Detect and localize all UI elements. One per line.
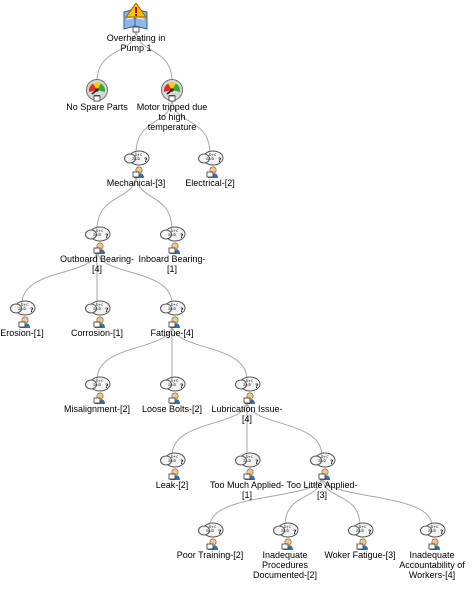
connector-too_little_applied-to-inadequate_accountability (321, 475, 433, 527)
thinking-person-icon (198, 150, 224, 178)
expand-toggle-icon[interactable] (428, 543, 436, 550)
connector-mechanical-to-outboard_bearing (96, 173, 137, 231)
node-label: Too Little Applied- [3] (286, 480, 358, 500)
expand-toggle-icon[interactable] (356, 543, 364, 550)
expand-toggle-icon[interactable] (93, 95, 101, 102)
node-label: Leak-[2] (155, 480, 189, 490)
node-label: No Spare Parts (66, 102, 128, 112)
node-label: Outboard Bearing- [4] (59, 254, 135, 274)
connector-lubrication_issue-to-leak (171, 399, 248, 457)
node-electrical[interactable]: Electrical-[2] (140, 150, 280, 188)
node-inadequate-accountability[interactable]: Inadequate Accountability of Workers-[4] (362, 522, 474, 580)
node-label: Inboard Bearing- [1] (138, 254, 206, 274)
connector-lubrication_issue-to-too_little_applied (246, 399, 323, 457)
node-inboard-bearing[interactable]: Inboard Bearing- [1] (102, 226, 242, 274)
node-erosion[interactable]: Erosion-[1] (0, 300, 92, 338)
node-label: Loose Bolts-[2] (141, 404, 203, 414)
expand-toggle-icon[interactable] (132, 26, 140, 33)
node-label: Inadequate Procedures Documented-[2] (252, 550, 318, 580)
expand-toggle-icon[interactable] (168, 247, 176, 254)
gauge-icon (160, 78, 184, 102)
expand-toggle-icon[interactable] (168, 397, 176, 404)
connector-root-to-motor_tripped (135, 28, 173, 83)
node-root[interactable]: Overheating in Pump 1 (66, 3, 206, 53)
expand-toggle-icon[interactable] (168, 321, 176, 328)
node-label: Lubrication Issue- [4] (211, 404, 283, 424)
connector-fatigue-to-lubrication_issue (171, 323, 248, 381)
thinking-person-icon (160, 452, 186, 480)
node-mechanical[interactable]: Mechanical-[3] (66, 150, 206, 188)
thinking-person-icon (85, 226, 111, 254)
node-label: Erosion-[1] (0, 328, 44, 338)
expand-toggle-icon[interactable] (243, 473, 251, 480)
thinking-person-icon (85, 300, 111, 328)
connector-motor_tripped-to-electrical (171, 97, 211, 155)
node-label: Mechanical-[3] (106, 178, 166, 188)
connector-mechanical-to-inboard_bearing (135, 173, 173, 231)
node-label: Poor Training-[2] (176, 550, 244, 560)
node-poor-training[interactable]: Poor Training-[2] (140, 522, 280, 560)
node-label: Fatigue-[4] (150, 328, 194, 338)
node-lubrication-issue[interactable]: Lubrication Issue- [4] (177, 376, 317, 424)
connector-root-to-no_spare_parts (96, 28, 137, 83)
expand-toggle-icon[interactable] (206, 543, 214, 550)
thinking-person-icon (85, 376, 111, 404)
node-label: Too Much Applied- [1] (209, 480, 285, 500)
expand-toggle-icon[interactable] (93, 397, 101, 404)
thinking-person-icon (10, 300, 36, 328)
node-inadequate-procedures[interactable]: Inadequate Procedures Documented-[2] (215, 522, 355, 580)
connector-motor_tripped-to-mechanical (135, 97, 173, 155)
expand-toggle-icon[interactable] (93, 321, 101, 328)
thinking-person-icon (235, 452, 261, 480)
thinking-person-icon (273, 522, 299, 550)
expand-toggle-icon[interactable] (168, 473, 176, 480)
node-outboard-bearing[interactable]: Outboard Bearing- [4] (27, 226, 167, 274)
thinking-person-icon (348, 522, 374, 550)
thinking-person-icon (124, 150, 150, 178)
connector-too_little_applied-to-poor_training (209, 475, 323, 527)
thinking-person-icon (160, 300, 186, 328)
node-too-much-applied[interactable]: Too Much Applied- [1] (177, 452, 317, 500)
node-label: Corrosion-[1] (70, 328, 124, 338)
node-label: Woker Fatigue-[3] (324, 550, 396, 560)
node-too-little-applied[interactable]: Too Little Applied- [3] (252, 452, 392, 500)
gauge-icon (85, 78, 109, 102)
node-leak[interactable]: Leak-[2] (102, 452, 242, 490)
thinking-person-icon (160, 226, 186, 254)
node-label: Electrical-[2] (185, 178, 235, 188)
thinking-person-icon (310, 452, 336, 480)
connector-fatigue-to-misalignment (96, 323, 173, 381)
expand-toggle-icon[interactable] (18, 321, 26, 328)
node-no-spare-parts[interactable]: No Spare Parts (27, 78, 167, 112)
node-loose-bolts[interactable]: Loose Bolts-[2] (102, 376, 242, 414)
warning-report-icon (123, 3, 148, 33)
node-label: Motor tripped due to high temperature (136, 102, 208, 132)
expand-toggle-icon[interactable] (93, 247, 101, 254)
node-motor-tripped[interactable]: Motor tripped due to high temperature (102, 78, 242, 132)
node-corrosion[interactable]: Corrosion-[1] (27, 300, 167, 338)
expand-toggle-icon[interactable] (206, 171, 214, 178)
node-label: Misalignment-[2] (63, 404, 131, 414)
node-label: Inadequate Accountability of Workers-[4] (399, 550, 465, 580)
node-woker-fatigue[interactable]: Woker Fatigue-[3] (290, 522, 430, 560)
thinking-person-icon (420, 522, 446, 550)
thinking-person-icon (235, 376, 261, 404)
thinking-person-icon (160, 376, 186, 404)
connector-outboard_bearing-to-fatigue (96, 249, 173, 305)
expand-toggle-icon[interactable] (281, 543, 289, 550)
expand-toggle-icon[interactable] (243, 397, 251, 404)
thinking-person-icon (198, 522, 224, 550)
expand-toggle-icon[interactable] (132, 171, 140, 178)
connector-too_little_applied-to-woker_fatigue (321, 475, 361, 527)
node-label: Overheating in Pump 1 (106, 33, 166, 53)
connector-outboard_bearing-to-erosion (21, 249, 98, 305)
expand-toggle-icon[interactable] (318, 473, 326, 480)
node-misalignment[interactable]: Misalignment-[2] (27, 376, 167, 414)
node-fatigue[interactable]: Fatigue-[4] (102, 300, 242, 338)
connector-too_little_applied-to-inadequate_procedures (284, 475, 323, 527)
expand-toggle-icon[interactable] (168, 95, 176, 102)
